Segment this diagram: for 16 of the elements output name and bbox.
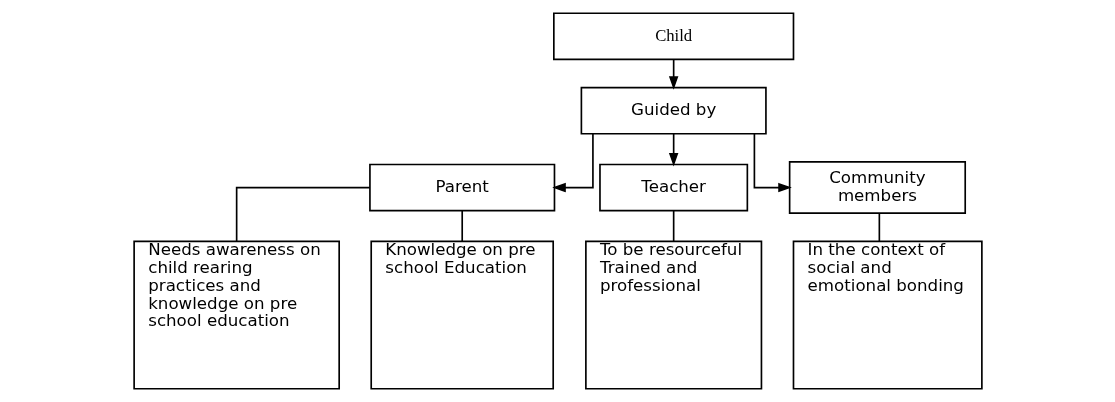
node-box: Parent [368,163,555,212]
arrow [668,132,678,167]
connector [878,212,880,243]
node-box: Child [552,12,794,61]
connector [235,186,371,243]
arrow [753,132,792,193]
node-box: Needs awareness on child rearing practices and knowledge on pre school education [132,240,340,390]
node-box: Community members [788,161,966,214]
node-box: To be resourceful Trained and professional [584,240,762,390]
node-box: Guided by [580,86,767,135]
node-box: Knowledge on pre school Education [369,240,554,390]
node-box: Teacher [598,163,748,212]
arrow [551,132,594,193]
connector [460,210,463,242]
connector [672,210,674,242]
node-box: In the context of social and emotional bonding [792,240,983,390]
